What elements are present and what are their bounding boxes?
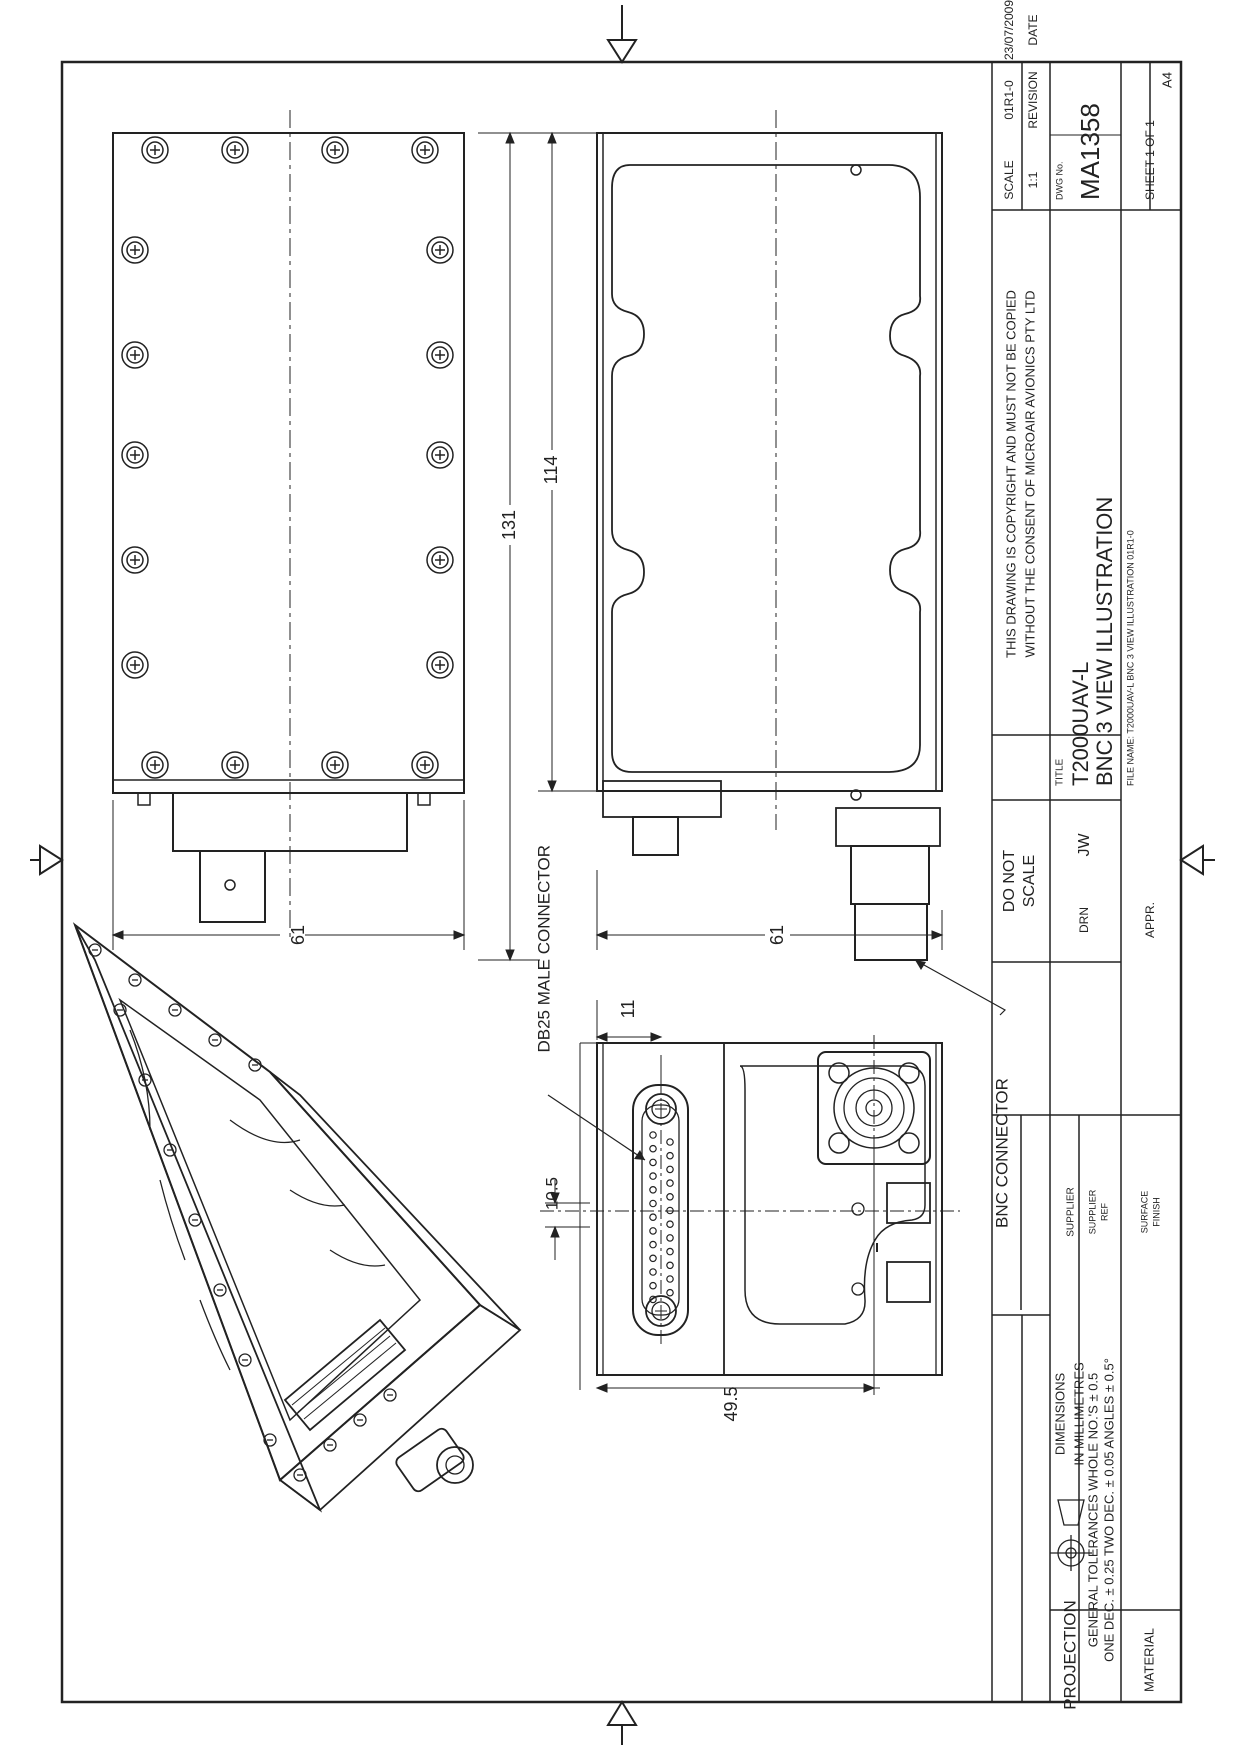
drawing-title: BNC 3 VIEW ILLUSTRATION — [1092, 497, 1117, 786]
centering-marks — [30, 5, 1215, 1745]
side-height-value: 61 — [767, 925, 787, 945]
supplier-ref-label: SUPPLIER — [1087, 1189, 1097, 1234]
db25-pins — [649, 1131, 674, 1304]
supplier-ref-label-2: REF — [1099, 1202, 1109, 1221]
db25-leader — [547, 1094, 646, 1161]
end-height-value: 49.5 — [721, 1386, 741, 1421]
drawing-number-label: DWG No. — [1054, 161, 1064, 200]
pin-spacing-dimension — [545, 1180, 590, 1260]
end-height-dimension — [595, 1148, 880, 1395]
tolerance-line-1: GENERAL TOLERANCES WHOLE NO.'S ± 0.5 — [1085, 1373, 1100, 1648]
copyright-line-2: WITHOUT THE CONSENT OF MICROAIR AVIONICS… — [1022, 291, 1037, 658]
copyright-line-1: THIS DRAWING IS COPYRIGHT AND MUST NOT B… — [1003, 290, 1018, 658]
part-number: T2000UAV-L — [1068, 662, 1093, 786]
isometric-screws — [88, 943, 397, 1482]
length-dimensions — [478, 131, 597, 962]
sheet-number: SHEET 1 OF 1 — [1143, 120, 1157, 200]
revision-label: REVISION — [1026, 71, 1040, 128]
do-not-scale-label-2: SCALE — [1021, 855, 1038, 907]
surface-finish-label: SURFACE — [1139, 1191, 1149, 1234]
dimensions-label: DIMENSIONS — [1052, 1373, 1067, 1456]
scale-label: SCALE — [1002, 160, 1016, 199]
screw-heads — [121, 136, 454, 779]
tolerance-line-2: ONE DEC. ± 0.25 TWO DEC. ± 0.05 ANGLES ±… — [1101, 1358, 1116, 1662]
dimensions-units: IN MILLIMETRES — [1071, 1362, 1086, 1466]
revision-value: 01R1-0 — [1002, 80, 1016, 120]
body-length-value: 114 — [541, 456, 561, 485]
side-height-dimension — [595, 870, 944, 950]
sheet-size: A4 — [1159, 72, 1174, 88]
bnc-leader — [914, 959, 1006, 1016]
end-view — [540, 1035, 960, 1376]
connector-offset-value: 11 — [618, 1000, 638, 1019]
scale-value: 1:1 — [1026, 171, 1040, 188]
top-view — [112, 110, 465, 940]
material-label: MATERIAL — [1141, 1628, 1156, 1692]
top-height-dimension — [111, 800, 466, 950]
supplier-label: SUPPLIER — [1066, 1187, 1077, 1236]
drawn-by-value: JW — [1076, 833, 1093, 857]
do-not-scale-label: DO NOT — [1001, 850, 1018, 912]
bnc-callout: BNC CONNECTOR — [992, 1078, 1011, 1228]
title-block-grid — [991, 61, 1182, 1703]
isometric-view — [72, 922, 522, 1513]
date-value: 23/07/2009 — [1002, 0, 1016, 60]
approved-label: APPR. — [1143, 902, 1157, 938]
pin-spacing-value: 10.5 — [542, 1177, 561, 1210]
drawing-number: MA1358 — [1075, 103, 1105, 200]
surface-finish-label-2: FINISH — [1151, 1197, 1161, 1227]
title-label: TITLE — [1055, 758, 1066, 786]
overall-length-value: 131 — [499, 510, 519, 540]
drawn-by-label: DRN — [1077, 907, 1091, 933]
side-view — [596, 110, 943, 961]
top-height-value: 61 — [288, 925, 308, 945]
connector-offset-dimension — [579, 1000, 663, 1390]
db25-callout: DB25 MALE CONNECTOR — [534, 845, 553, 1053]
projection-label: PROJECTION — [1060, 1600, 1079, 1710]
title-block: PROJECTION DIMENSIONS IN MILLIMETRES SUP… — [1001, 0, 1174, 1710]
file-name: FILE NAME: T2000UAV-L BNC 3 VIEW ILLUSTR… — [1125, 530, 1135, 786]
projection-symbol — [1050, 1499, 1092, 1571]
date-label: DATE — [1026, 14, 1040, 45]
